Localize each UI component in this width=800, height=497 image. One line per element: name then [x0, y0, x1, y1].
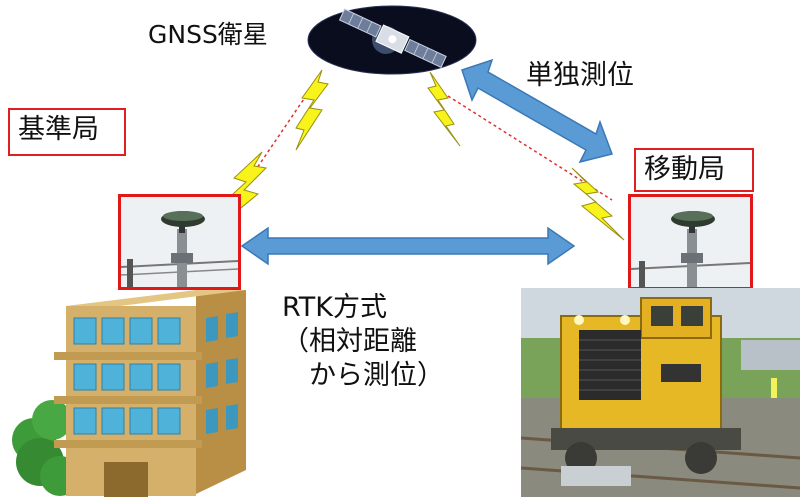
lightning-icon [427, 71, 461, 147]
dashed-line-rover [447, 95, 613, 201]
base-station-label: 基準局 [8, 108, 126, 156]
satellite-icon [307, 5, 477, 75]
building-icon [12, 290, 246, 497]
antenna-icon [631, 197, 750, 287]
rover-antenna-photo [628, 194, 753, 290]
lightning-icon [571, 167, 625, 241]
locomotive-image [521, 288, 800, 497]
single-positioning-arrow [461, 58, 613, 164]
rtk-method-label: RTK方式 （相対距離 から測位） [282, 292, 444, 392]
single-positioning-label: 単独測位 [526, 60, 634, 91]
locomotive-photo [521, 288, 800, 497]
satellite-label: GNSS衛星 [148, 20, 268, 49]
rover-station-label: 移動局 [634, 148, 754, 192]
base-antenna-photo [118, 194, 241, 290]
antenna-icon [121, 197, 238, 287]
lightning-icon [295, 69, 329, 151]
rtk-arrow [240, 226, 576, 266]
